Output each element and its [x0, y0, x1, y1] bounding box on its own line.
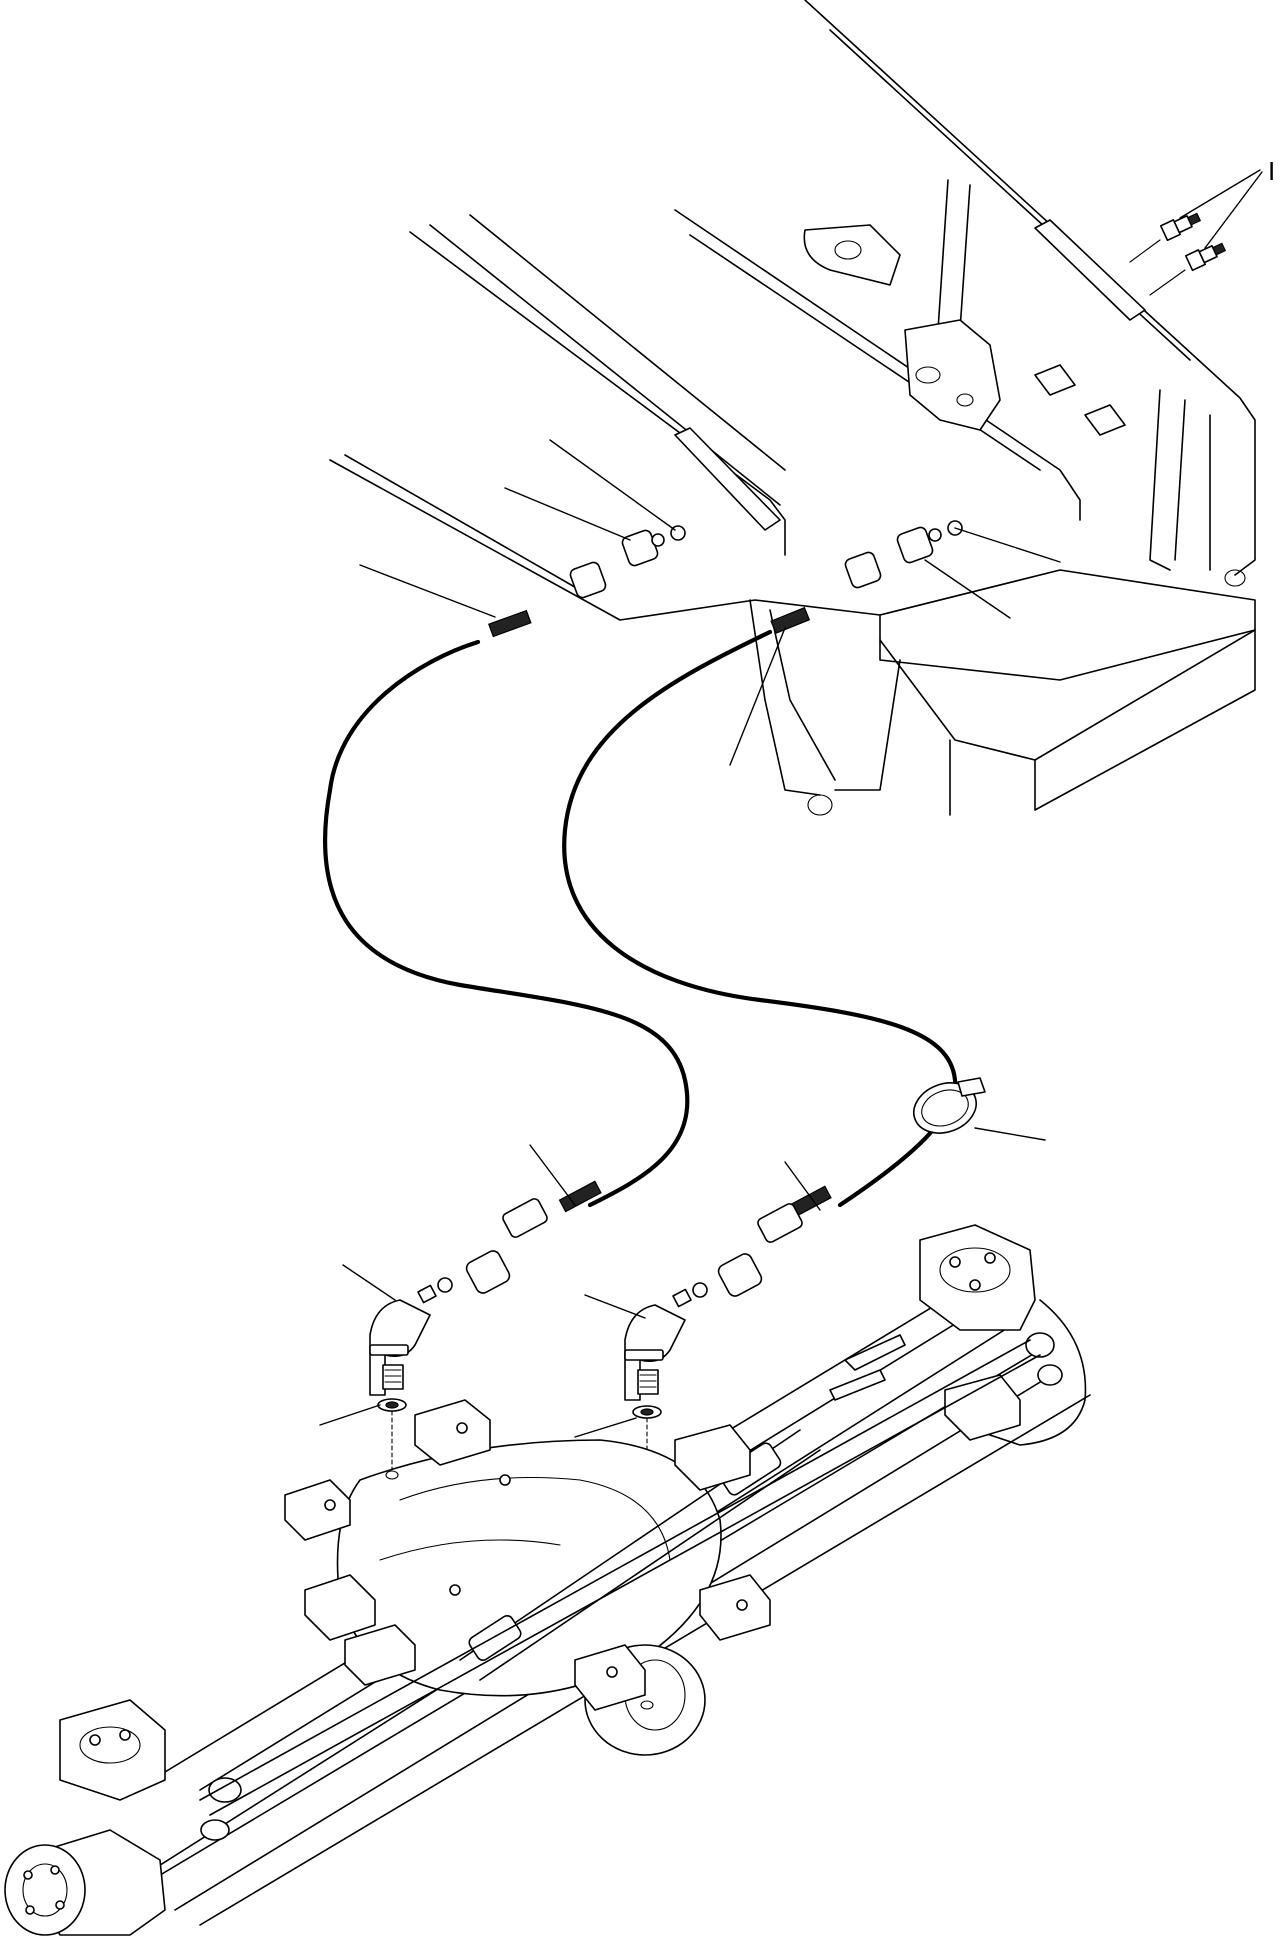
- hose-clamp: [913, 1077, 986, 1134]
- leader-hose-left-bottom: [529, 1144, 576, 1206]
- leader-oring-left: [549, 439, 676, 531]
- leader-oring-right: [954, 527, 1061, 563]
- leader-clamp: [974, 1127, 1046, 1141]
- nipple-pair: [1129, 212, 1227, 296]
- leader-hose-right-bottom: [784, 1161, 821, 1211]
- leader-hose-right-top: [729, 627, 786, 766]
- leader-elbow-right: [584, 1294, 646, 1319]
- frame-fitting-left: [569, 525, 686, 599]
- leader-hose-left-top: [359, 564, 496, 618]
- leader-washer-right: [574, 1417, 637, 1438]
- hose-left: [322, 609, 690, 1213]
- axle-fitting-left: [369, 1198, 548, 1476]
- frame-fitting-right: [844, 520, 963, 589]
- leader-adapter-left: [504, 487, 631, 541]
- hose-right: [562, 606, 958, 1218]
- callout-leaders: [319, 169, 1263, 1438]
- leader-frame-nipple: [1179, 169, 1261, 219]
- leader-elbow-left: [342, 1264, 396, 1301]
- leader-frame-nipple-2: [1204, 171, 1263, 249]
- rear-frame: [329, 0, 1256, 816]
- front-axle-assembly: [4, 1224, 1091, 1936]
- callout-label-i: I: [1268, 156, 1275, 186]
- leader-adapter-right: [924, 559, 1011, 619]
- leader-washer-left: [319, 1404, 381, 1426]
